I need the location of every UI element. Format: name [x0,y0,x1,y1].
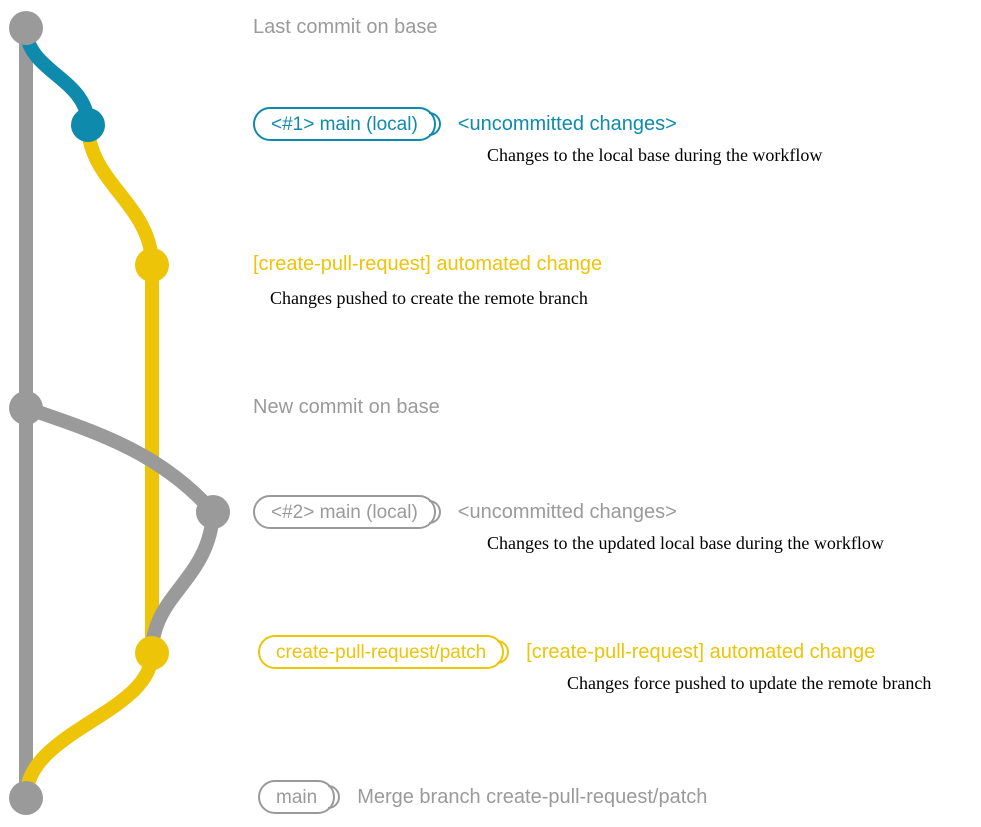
local-branch-line-2 [19,401,220,519]
commit-node-local-2[interactable] [196,495,230,529]
commit-message-uncommitted-changes-2: <uncommitted changes> [457,501,677,523]
description-local-change-2: Changes to the updated local base during… [487,533,884,553]
commit-node-base-head[interactable] [9,11,43,45]
legend-row-automated-change-force: create-pull-request/patch [create-pull-r… [258,635,875,669]
commit-node-merge[interactable] [9,781,43,815]
commit-message-last-commit-on-base: Last commit on base [253,16,438,38]
commit-message-new-commit-on-base: New commit on base [253,396,440,418]
local-to-remote-line [145,505,220,660]
legend-row-automated-change-create: [create-pull-request] automated change [253,247,602,281]
legend-row-local-change-1: <#1> main (local) <uncommitted changes> [253,107,677,141]
legend-row-new-commit-on-base: New commit on base [253,390,440,424]
commit-node-base-new[interactable] [9,391,43,425]
commit-message-automated-change-force: [create-pull-request] automated change [526,641,876,663]
commit-node-local-1[interactable] [71,108,105,142]
branch-tag-main-local-2[interactable]: <#2> main (local) [253,495,441,529]
description-automated-change-force: Changes force pushed to update the remot… [567,673,932,693]
branch-tag-create-pull-request-patch[interactable]: create-pull-request/patch [258,635,510,669]
branch-tag-main[interactable]: main [258,780,341,814]
description-automated-change-create: Changes pushed to create the remote bran… [270,288,588,308]
commit-message-uncommitted-changes-1: <uncommitted changes> [457,113,677,135]
legend-row-merge-commit: main Merge branch create-pull-request/pa… [258,780,707,814]
commit-node-remote-force[interactable] [135,636,169,670]
commit-message-merge: Merge branch create-pull-request/patch [357,786,708,808]
commit-message-automated-change-create: [create-pull-request] automated change [253,253,603,275]
legend-row-local-change-2: <#2> main (local) <uncommitted changes> [253,495,677,529]
remote-branch-line-create [81,118,159,272]
branch-tag-main-local-1[interactable]: <#1> main (local) [253,107,441,141]
merge-line [19,646,159,805]
legend-row-last-commit-on-base: Last commit on base [253,10,438,44]
local-branch-line-1 [19,21,95,132]
description-local-change-1: Changes to the local base during the wor… [487,145,823,165]
commit-node-remote-create[interactable] [135,248,169,282]
